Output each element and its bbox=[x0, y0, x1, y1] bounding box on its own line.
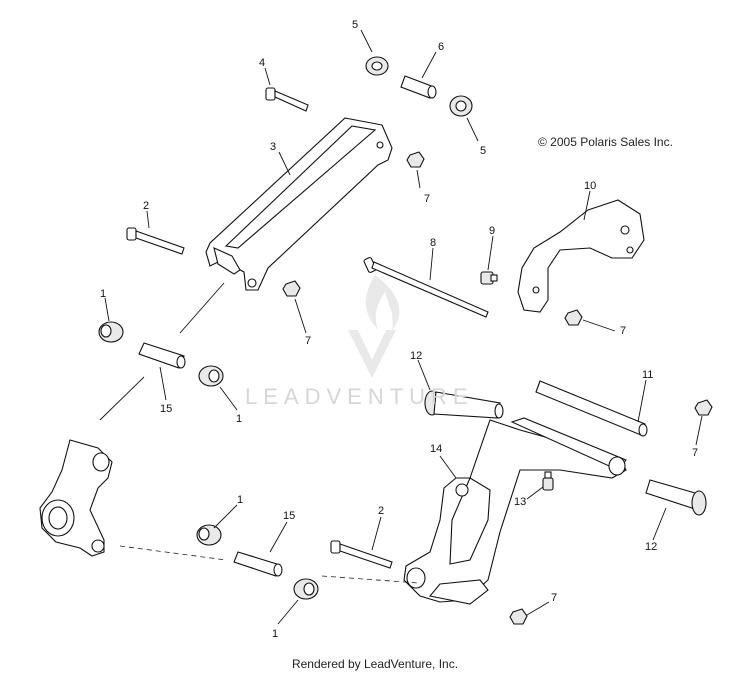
callout-14: 14 bbox=[430, 443, 442, 455]
callout-4: 4 bbox=[259, 57, 265, 69]
bushing-1a bbox=[98, 321, 124, 343]
callout-7-d: 7 bbox=[692, 447, 698, 459]
callout-7-b: 7 bbox=[305, 335, 311, 347]
bushing-1c bbox=[196, 524, 222, 546]
callout-5-right: 5 bbox=[480, 145, 486, 157]
fitting-9 bbox=[480, 271, 498, 285]
callout-5-top: 5 bbox=[352, 19, 358, 31]
callout-8: 8 bbox=[430, 237, 436, 249]
callout-1-a: 1 bbox=[100, 288, 106, 300]
long-bolt bbox=[363, 257, 489, 318]
sleeve-top bbox=[400, 75, 437, 99]
callout-1-b: 1 bbox=[236, 413, 242, 425]
nut-4 bbox=[694, 399, 713, 416]
callout-labels: 5 6 4 5 3 7 10 2 8 9 7 7 1 15 1 12 11 7 … bbox=[100, 19, 698, 640]
bushing-top bbox=[365, 56, 389, 76]
knuckle bbox=[39, 439, 113, 557]
callout-13: 13 bbox=[514, 496, 526, 508]
side-bracket bbox=[517, 199, 645, 313]
bolt-upper bbox=[126, 227, 185, 255]
callout-6: 6 bbox=[438, 41, 444, 53]
callout-7-c: 7 bbox=[620, 325, 626, 337]
callout-9: 9 bbox=[489, 225, 495, 237]
callout-1-d: 1 bbox=[272, 628, 278, 640]
swing-arm bbox=[403, 417, 627, 605]
callout-7-a: 7 bbox=[424, 193, 430, 205]
nut-1 bbox=[406, 151, 425, 168]
flanged-sleeve-upper bbox=[424, 390, 504, 419]
sleeve-15b bbox=[233, 551, 283, 577]
watermark-logo-icon bbox=[348, 275, 400, 378]
bolt-small bbox=[265, 87, 309, 112]
callout-3: 3 bbox=[270, 141, 276, 153]
callout-15-b: 15 bbox=[283, 510, 295, 522]
callout-7-e: 7 bbox=[551, 592, 557, 604]
bolt-lower bbox=[330, 540, 393, 569]
grease-fitting bbox=[542, 471, 554, 491]
flanged-sleeve-lower bbox=[645, 479, 707, 516]
upper-strut-bracket bbox=[205, 117, 393, 291]
callout-12-upper: 12 bbox=[410, 350, 422, 362]
copyright-notice: © 2005 Polaris Sales Inc. bbox=[538, 135, 673, 149]
callout-leaders bbox=[104, 29, 703, 625]
nut-2 bbox=[282, 280, 301, 297]
callout-12-lower: 12 bbox=[645, 541, 657, 553]
long-sleeve bbox=[535, 380, 648, 437]
callout-11: 11 bbox=[642, 369, 653, 381]
bushing-1b bbox=[198, 365, 224, 387]
callout-1-c: 1 bbox=[237, 494, 243, 506]
callout-2-upper: 2 bbox=[143, 200, 149, 212]
alignment-lines bbox=[99, 282, 419, 584]
callout-15-a: 15 bbox=[160, 403, 172, 415]
nut-5 bbox=[509, 608, 528, 625]
watermark-text: LEADVENTURE bbox=[245, 384, 474, 409]
footer-credit: Rendered by LeadVenture, Inc. bbox=[291, 657, 459, 671]
bushing-right bbox=[449, 95, 473, 117]
callout-2-lower: 2 bbox=[378, 505, 384, 517]
sleeve-15a bbox=[138, 342, 186, 369]
callout-10: 10 bbox=[584, 180, 596, 192]
bushing-1d bbox=[293, 578, 319, 600]
nut-3 bbox=[564, 309, 583, 326]
